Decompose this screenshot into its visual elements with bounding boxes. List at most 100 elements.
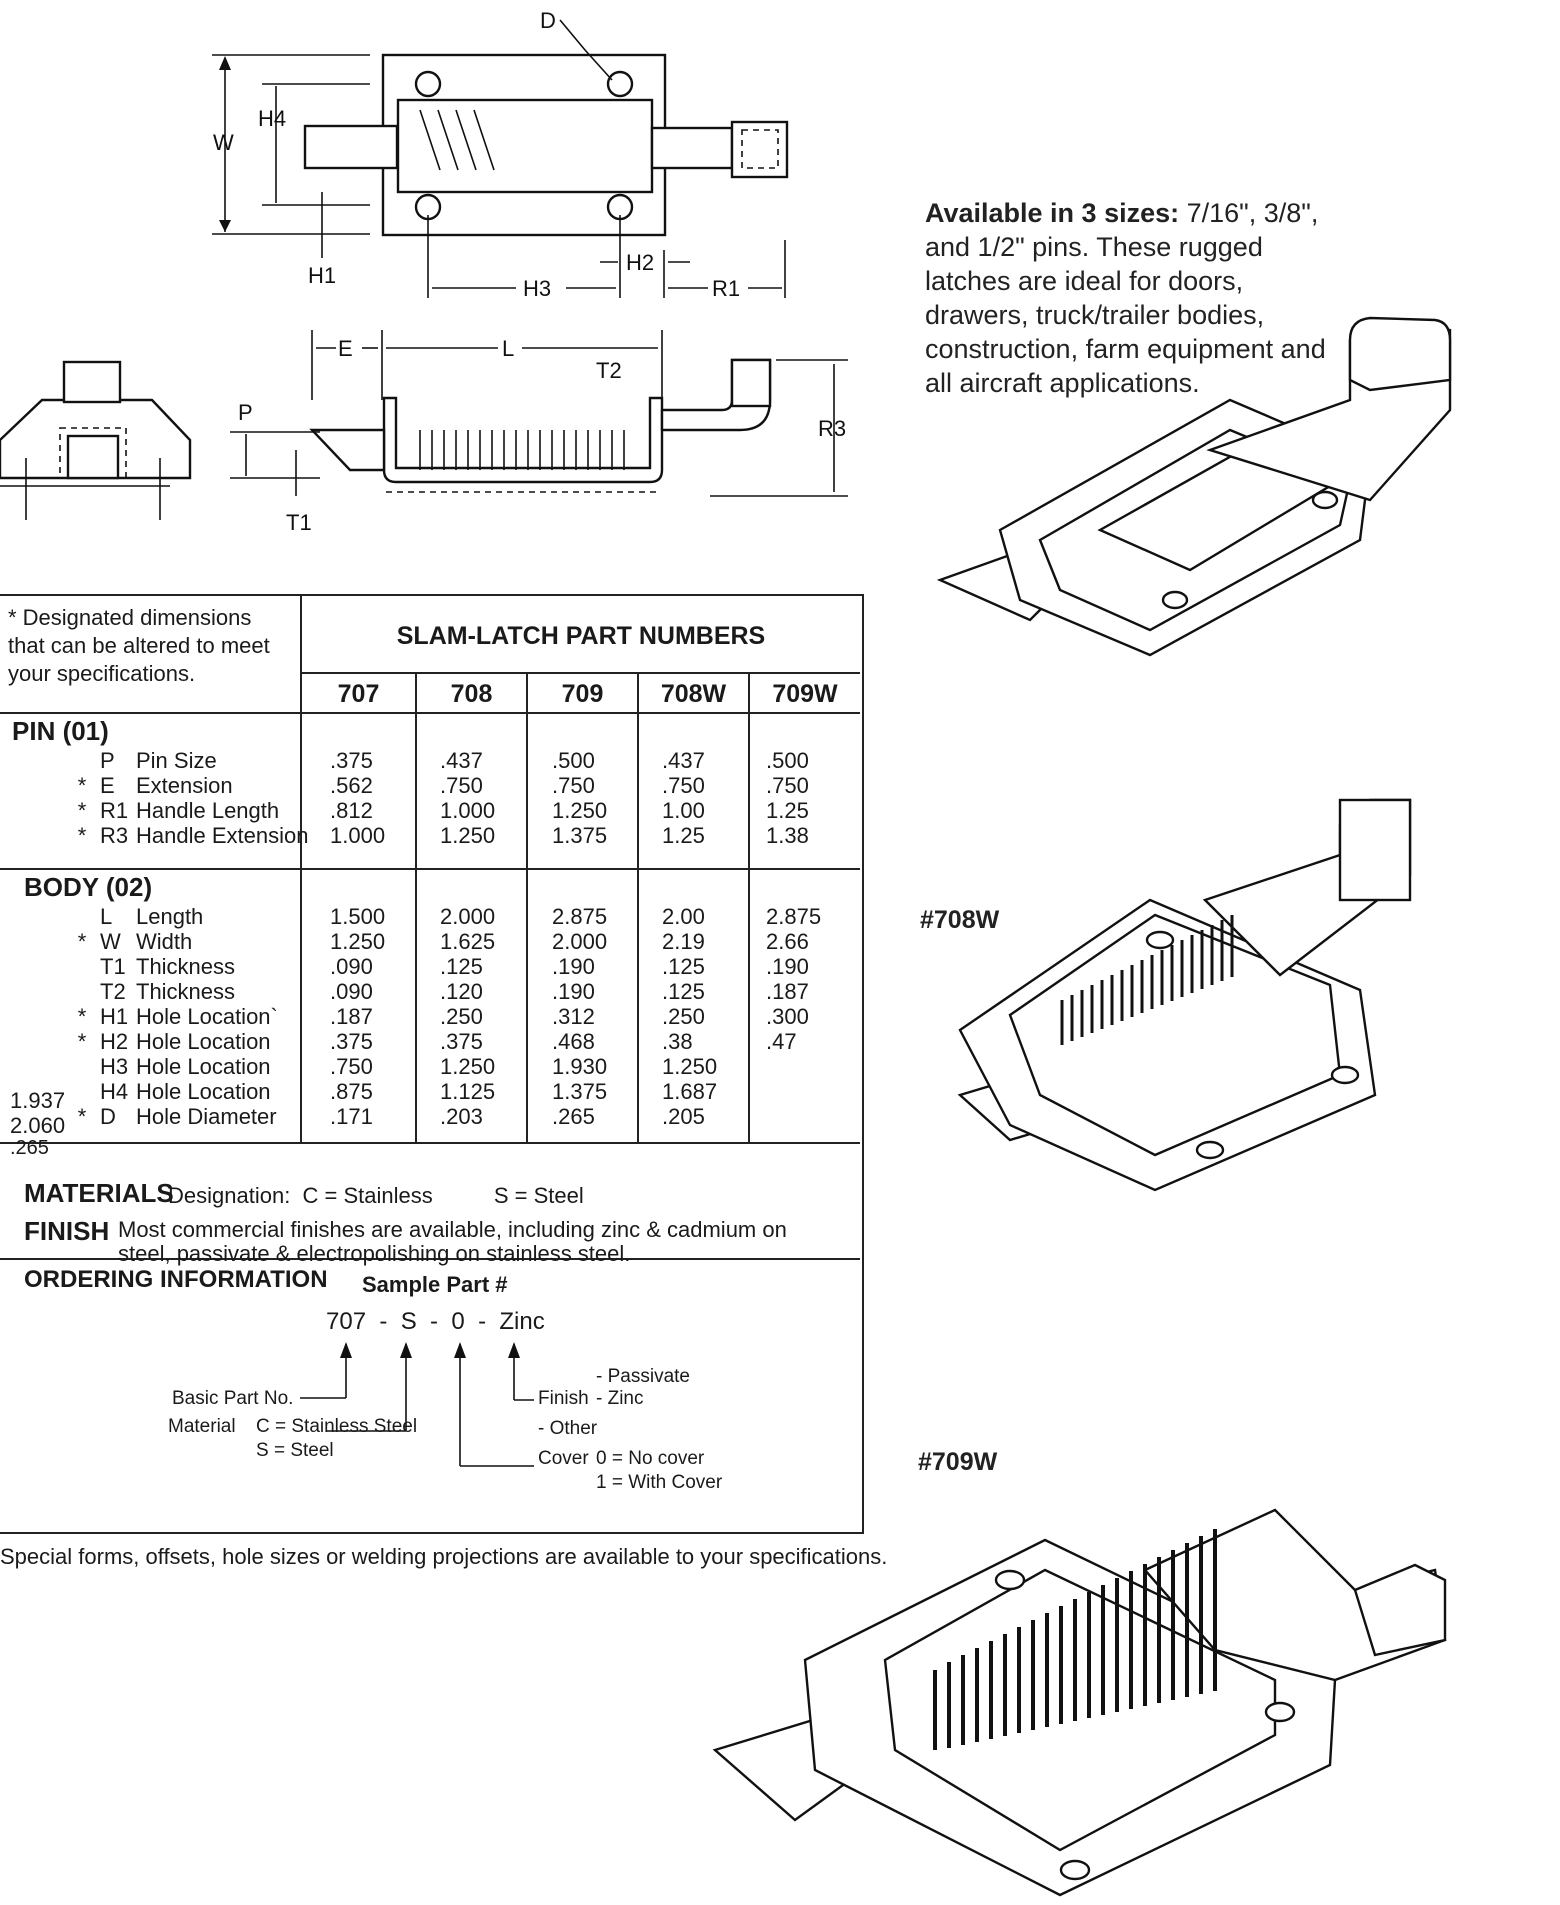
footer-note: Special forms, offsets, hole sizes or we… [0,1544,888,1569]
row-code: H4 [100,1079,129,1104]
cell-709: 1.375 [552,823,608,848]
latch-illustration-709w [712,1508,1447,1897]
row-star: * [77,798,87,823]
row-star: * [77,823,87,848]
row-code: H1 [100,1004,129,1029]
row-star: * [77,1029,87,1054]
cell-708w: .250 [662,1004,705,1029]
latch-illustration-708w [957,798,1412,1192]
row-name: Hole Diameter [136,1104,277,1129]
dim-label-l: L [502,336,514,361]
cell-709: 1.250 [552,798,608,823]
cell-708: 2.000 [440,904,496,929]
dim-label-p: P [238,400,253,425]
cell-709w: 1.38 [766,823,809,848]
row-code: R1 [100,798,129,823]
sample-part: 707 - S - 0 - Zinc [326,1308,545,1335]
row-code: H3 [100,1054,129,1079]
stray-value-2: 2.060 [10,1113,66,1138]
cell-708: .437 [440,748,483,773]
cell-709w: .500 [766,748,809,773]
cell-709w: .750 [766,773,809,798]
cell-708w: .750 [662,773,705,798]
material-s: S = Steel [256,1440,334,1461]
pin-section-title: PIN (01) [12,716,109,746]
col-707: 707 [337,680,380,708]
caption-709w: #709W [918,1448,998,1476]
row-name: Handle Extension [136,823,309,848]
col-709w: 709W [772,680,838,708]
cell-708: .250 [440,1004,483,1029]
row-name: Hole Location [136,1079,271,1104]
cell-709w: 2.66 [766,929,809,954]
row-code: R3 [100,823,129,848]
end-view-drawing [0,360,192,520]
cell-708: .203 [440,1104,483,1129]
cell-707: .375 [330,748,373,773]
cell-707: .171 [330,1104,373,1129]
row-code: D [100,1104,116,1129]
cell-708w: .125 [662,954,705,979]
row-code: L [100,904,113,929]
intro-body: 7/16", 3/8", and 1/2" pins. These rugged… [925,198,1326,398]
dim-label-t1: T1 [286,510,312,535]
sample-title: Sample Part # [362,1272,508,1297]
dim-label-d: D [540,8,556,33]
cell-707: .375 [330,1029,373,1054]
cell-707: 1.500 [330,904,386,929]
finish-title: FINISH [24,1216,110,1246]
cell-708w: 1.00 [662,798,705,823]
cell-708: 1.000 [440,798,496,823]
cell-709w: .300 [766,1004,809,1029]
cell-708: .120 [440,979,483,1004]
cell-708w: 1.25 [662,823,705,848]
row-name: Extension [136,773,233,798]
dim-label-t2: T2 [596,358,622,383]
caption-708w: #708W [920,906,1000,934]
table-note: * Designated dimensions that can be alte… [8,605,270,686]
cell-708w: .125 [662,979,705,1004]
row-name: Hole Location [136,1029,271,1054]
finish-zinc: - Zinc [596,1388,644,1409]
cell-708w: 2.00 [662,904,705,929]
cell-709w: .187 [766,979,809,1004]
cell-708: 1.250 [440,1054,496,1079]
stray-value-1: 1.937 [10,1088,66,1113]
row-code: T2 [100,979,126,1004]
cell-707: 1.250 [330,929,386,954]
row-code: T1 [100,954,126,979]
cover-label: Cover [538,1448,589,1469]
cover-1: 1 = With Cover [596,1472,723,1493]
side-view-drawing: E L T2 P T1 R3 [230,330,848,535]
cell-709: 1.930 [552,1054,608,1079]
cell-708w: 2.19 [662,929,705,954]
finish-label: Finish [538,1388,589,1409]
finish-passivate: - Passivate [596,1366,690,1387]
cover-0: 0 = No cover [596,1448,705,1469]
cell-707: .875 [330,1079,373,1104]
row-star: * [77,1104,87,1129]
finish-other: - Other [538,1418,598,1439]
dim-label-h1: H1 [308,263,336,288]
row-code: H2 [100,1029,129,1054]
ordering-callout-lines [300,1342,534,1467]
cell-709: .312 [552,1004,595,1029]
dim-label-r3: R3 [818,416,846,441]
cell-709: .500 [552,748,595,773]
cell-708: 1.125 [440,1079,496,1104]
table-title: SLAM-LATCH PART NUMBERS [396,622,766,650]
cell-707: .562 [330,773,373,798]
row-name: Thickness [136,979,236,1004]
materials-title: MATERIALS [24,1178,174,1208]
row-name: Hole Location` [136,1004,278,1029]
